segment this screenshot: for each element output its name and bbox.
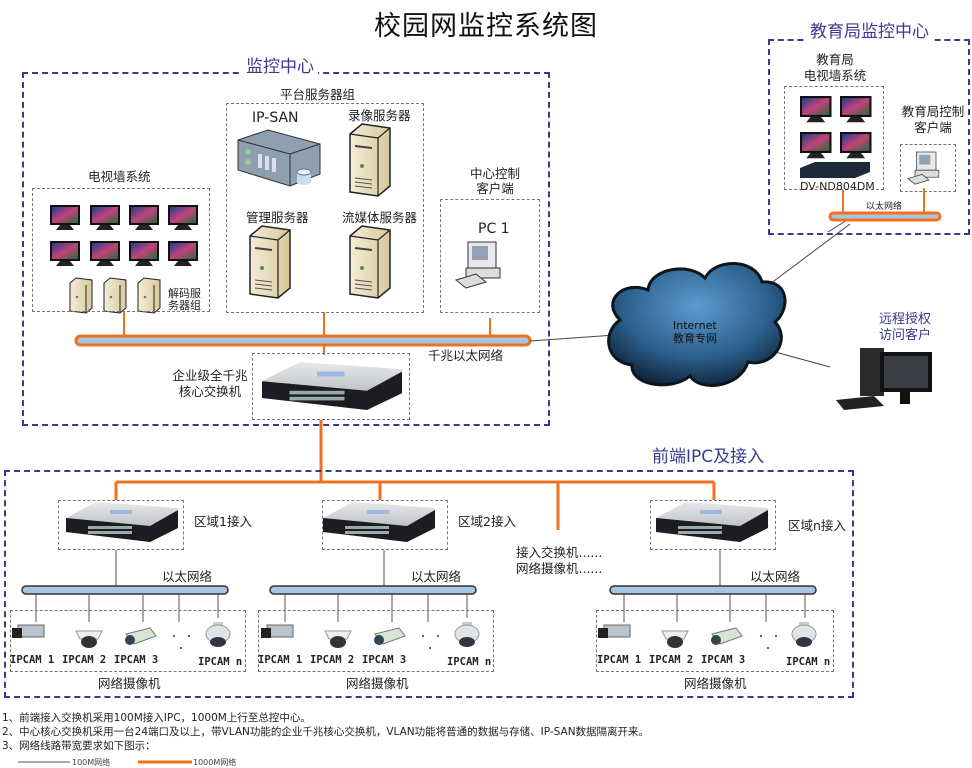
control-client-label-line2: 客户端	[476, 181, 514, 196]
server-group-box	[226, 103, 424, 313]
zone-1-camera-group-label: 网络摄像机	[98, 676, 161, 691]
core-switch-box	[252, 353, 410, 420]
zone-n-camera-group-label: 网络摄像机	[684, 676, 747, 691]
internet-cloud-icon	[607, 262, 787, 387]
bureau-tv-wall-label-line2: 电视墙系统	[803, 68, 867, 83]
zone-n-camera-2-label: IPCAM 2	[649, 654, 694, 666]
gigabit-links	[114, 312, 716, 530]
decoder-label-line1: 解码服	[168, 287, 201, 300]
legend-1000m-label: 1000M网络	[193, 758, 237, 767]
server-label-management: 管理服务器	[246, 210, 309, 225]
zone-n-switch-box	[650, 500, 776, 550]
bureau-tv-wall-label-line1: 教育局	[816, 52, 854, 67]
zone-n-graphics	[597, 502, 817, 649]
monitoring-center-label: 监控中心	[242, 52, 318, 77]
zone-1-switch-box	[58, 500, 184, 550]
bureau-decoder-icon	[800, 162, 870, 178]
remote-client-label-line1: 远程授权	[878, 312, 931, 327]
bureau-client-label-line2: 客户端	[914, 120, 952, 135]
zone-1-camera-1-label: IPCAM 1	[10, 654, 55, 666]
zone-2-switch-box	[322, 500, 448, 550]
cloud-label-line2: 教育专网	[673, 332, 717, 345]
zone-2-network-label: 以太网络	[411, 569, 462, 584]
zone-n-camera-box	[596, 610, 834, 672]
zone-2-camera-2-label: IPCAM 2	[310, 654, 355, 666]
note-1: 1、前端接入交换机采用100M接入IPC，1000M上行至总控中心。	[2, 712, 311, 724]
zone-2-camera-n-label: IPCAM n	[447, 656, 492, 668]
server-label-ip-san: IP-SAN	[252, 110, 299, 126]
remote-client-label-line2: 访问客户	[878, 328, 931, 343]
bureau-ethernet-bus	[828, 211, 942, 222]
server-label-streaming: 流媒体服务器	[342, 210, 418, 225]
zone-1-camera-3-label: IPCAM 3	[114, 654, 159, 666]
bureau-center-label: 教育局监控中心	[806, 17, 933, 42]
bureau-gigabit-links	[842, 188, 925, 213]
zone-1-graphics	[11, 502, 231, 649]
bureau-network-label: 以太网络	[866, 202, 903, 212]
zone-2-switch-label: 区域2接入	[458, 514, 516, 529]
zone-1-camera-box	[10, 610, 246, 672]
zone-1-switch-label: 区域1接入	[194, 514, 252, 529]
pc1-label: PC 1	[478, 221, 510, 237]
zone-1-camera-2-label: IPCAM 2	[62, 654, 107, 666]
zone-2-camera-group-label: 网络摄像机	[346, 676, 409, 691]
zone-n-camera-n-label: IPCAM n	[786, 656, 831, 668]
tv-wall-label: 电视墙系统	[88, 169, 151, 184]
zone-2-camera-box	[258, 610, 494, 672]
more-cameras-label: 网络摄像机......	[516, 561, 603, 576]
zone-2-graphics	[260, 502, 480, 649]
ip-san-storage-icon	[237, 129, 321, 187]
bureau-decoder-model: DV-ND804DM	[800, 180, 875, 193]
legend-100m-label: 100M网络	[72, 758, 111, 767]
server-group-label: 平台服务器组	[280, 87, 356, 102]
more-switches-label: 接入交换机......	[516, 545, 603, 560]
note-2: 2、中心核心交换机采用一台24端口及以上，带VLAN功能的企业千兆核心交换机，V…	[2, 726, 650, 738]
decoder-label-line2: 务器组	[168, 299, 201, 312]
zone-1-camera-n-label: IPCAM n	[198, 656, 243, 668]
server-label-recording: 录像服务器	[348, 108, 411, 123]
zone-n-camera-3-label: IPCAM 3	[701, 654, 746, 666]
more-cameras-dots	[173, 635, 777, 649]
zone-2-camera-1-label: IPCAM 1	[258, 654, 303, 666]
front-end-region	[4, 470, 854, 698]
zone-2-camera-3-label: IPCAM 3	[362, 654, 407, 666]
front-end-label: 前端IPC及接入	[648, 442, 769, 467]
bureau-tv-wall-box	[784, 86, 884, 190]
bureau-client-box	[900, 144, 956, 192]
note-3: 3、网络线路带宽要求如下图示：	[2, 740, 156, 752]
bureau-client-label-line1: 教育局控制	[901, 104, 965, 119]
gigabit-backbone-label: 千兆以太网络	[428, 348, 504, 363]
remote-client-pc-icon	[836, 348, 932, 410]
zone-1-network-label: 以太网络	[162, 569, 213, 584]
zone-n-switch-label: 区域n接入	[788, 518, 846, 533]
zone-n-network-label: 以太网络	[750, 569, 801, 584]
cloud-label-line1: Internet	[673, 319, 717, 332]
tv-wall-box	[32, 188, 210, 312]
core-switch-label-line2: 核心交换机	[178, 384, 242, 399]
control-client-box	[440, 199, 540, 313]
core-switch-label-line1: 企业级全千兆	[172, 368, 248, 383]
page-title: 校园网监控系统图	[374, 11, 598, 42]
zone-n-camera-1-label: IPCAM 1	[597, 654, 642, 666]
control-client-label-line1: 中心控制	[469, 166, 520, 181]
